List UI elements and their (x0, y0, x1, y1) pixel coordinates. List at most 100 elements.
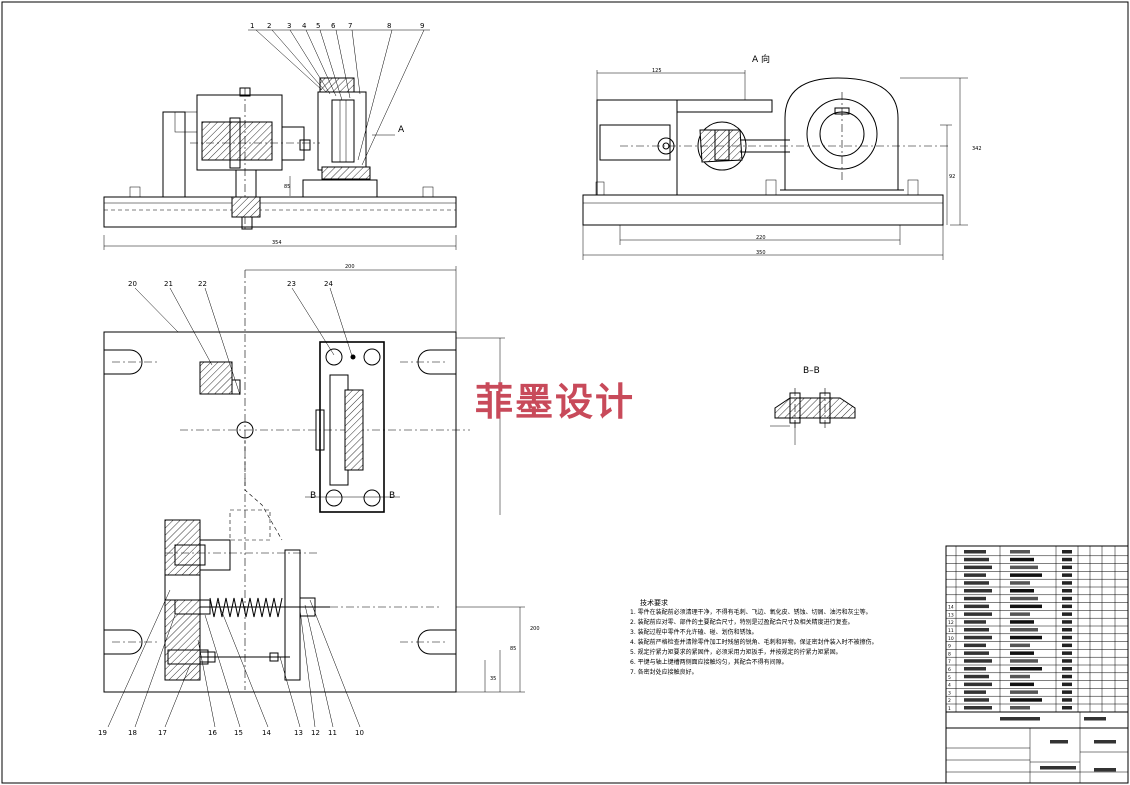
part-number: 13 (294, 729, 303, 737)
part-number: 11 (328, 729, 337, 737)
part-number: 3 (287, 22, 291, 30)
dimension-front-height: 85 (284, 184, 290, 190)
parts-code (964, 690, 986, 694)
parts-name (1010, 651, 1034, 655)
parts-name (1010, 674, 1030, 679)
parts-material (1062, 690, 1072, 694)
parts-code (964, 635, 992, 640)
section-bb-label: B–B (803, 366, 820, 376)
dimension-side-height-right: 342 (972, 146, 982, 152)
parts-code (964, 557, 989, 562)
tech-req-item: 1. 零件在装配前必须清理干净，不得有毛刺、飞边、氧化皮、锈蚀、切屑、油污和灰尘… (630, 608, 872, 616)
parts-code (964, 651, 989, 655)
parts-name (1010, 698, 1042, 702)
parts-code (964, 573, 986, 577)
part-number: 19 (98, 729, 107, 737)
part-number: 6 (331, 22, 336, 30)
parts-material (1062, 706, 1072, 710)
dimension-plan-right-a: 200 (530, 626, 540, 632)
part-number: 22 (198, 280, 207, 288)
parts-name (1010, 667, 1042, 671)
parts-material (1062, 667, 1072, 671)
parts-code (964, 682, 992, 687)
parts-code (964, 698, 989, 702)
parts-material (1062, 682, 1072, 687)
parts-code (964, 706, 992, 710)
parts-material (1062, 698, 1072, 702)
part-number: 9 (420, 22, 424, 30)
tech-req-item: 4. 装配前严格检查并清除零件加工时残留的锐角、毛刺和异物。保证密封件装入时不被… (630, 638, 878, 646)
parts-material (1062, 573, 1072, 577)
parts-material (1062, 612, 1072, 616)
parts-code (964, 628, 989, 632)
part-number: 7 (348, 22, 352, 30)
part-numbers-bottom: 19 18 17 16 15 14 13 12 11 10 (98, 729, 364, 737)
tech-req-item: 6. 平键与轴上键槽两侧面应接触均匀，其配合不得有间隙。 (630, 658, 788, 666)
parts-seq-number: 2 (948, 698, 951, 704)
dimension-front-width: 354 (272, 240, 282, 246)
tech-req-item: 5. 规定拧紧力矩要求的紧固件，必须采用力矩扳手，并按规定的拧紧力矩紧固。 (630, 648, 842, 656)
parts-material (1062, 589, 1072, 593)
parts-name (1010, 612, 1030, 616)
part-number: 15 (234, 729, 243, 737)
parts-name (1010, 573, 1042, 577)
parts-seq-number: 4 (948, 683, 951, 689)
part-number: 1 (250, 22, 254, 30)
parts-name (1010, 596, 1038, 601)
parts-material (1062, 565, 1072, 570)
parts-seq-number: 10 (948, 636, 954, 642)
view-a-label: A 向 (752, 53, 770, 65)
title-block-field (1000, 717, 1040, 721)
tech-req-item: 7. 各密封处应接触良好。 (630, 668, 698, 676)
parts-material (1062, 596, 1072, 601)
parts-name (1010, 706, 1030, 710)
parts-name (1010, 659, 1038, 663)
side-view (582, 70, 968, 260)
part-number: 23 (287, 280, 296, 288)
parts-seq-number: 8 (948, 651, 951, 657)
parts-seq-number: 11 (948, 628, 954, 634)
parts-material (1062, 635, 1072, 640)
parts-code (964, 581, 989, 585)
parts-name (1010, 557, 1034, 562)
parts-name (1010, 628, 1038, 632)
parts-code (964, 596, 986, 601)
section-marker-a: A (398, 125, 405, 135)
part-number: 18 (128, 729, 137, 737)
parts-material (1062, 581, 1072, 585)
part-numbers-top: 1 2 3 4 5 6 7 8 9 (250, 22, 424, 30)
part-number: 16 (208, 729, 217, 737)
parts-name (1010, 690, 1038, 694)
section-marker-b-left: B (310, 491, 316, 501)
parts-code (964, 620, 986, 624)
dimension-side-top: 125 (652, 68, 662, 74)
parts-name (1010, 643, 1030, 648)
part-number: 4 (302, 22, 307, 30)
parts-name (1010, 635, 1042, 640)
part-number: 17 (158, 729, 167, 737)
parts-name (1010, 565, 1038, 570)
tech-req-title: 技术要求 (640, 598, 668, 607)
parts-seq-number: 12 (948, 620, 954, 626)
part-number: 21 (164, 280, 173, 288)
parts-material (1062, 643, 1072, 648)
front-view (103, 29, 457, 250)
spring (209, 597, 283, 618)
parts-name (1010, 620, 1034, 624)
parts-seq-number: 14 (948, 605, 954, 611)
title-block-field (1040, 766, 1076, 770)
parts-name (1010, 682, 1034, 687)
dimension-side-mid: 220 (756, 235, 766, 241)
parts-name (1010, 581, 1030, 585)
parts-code (964, 667, 986, 671)
dimension-side-total: 350 (756, 250, 766, 256)
part-number: 2 (267, 22, 271, 30)
watermark: 菲墨设计 (475, 379, 635, 424)
part-numbers-middle: 20 21 22 23 24 (128, 280, 333, 288)
parts-seq-number: 7 (948, 659, 951, 665)
title-block-field (1084, 717, 1106, 721)
parts-material (1062, 550, 1072, 554)
parts-material (1062, 604, 1072, 609)
